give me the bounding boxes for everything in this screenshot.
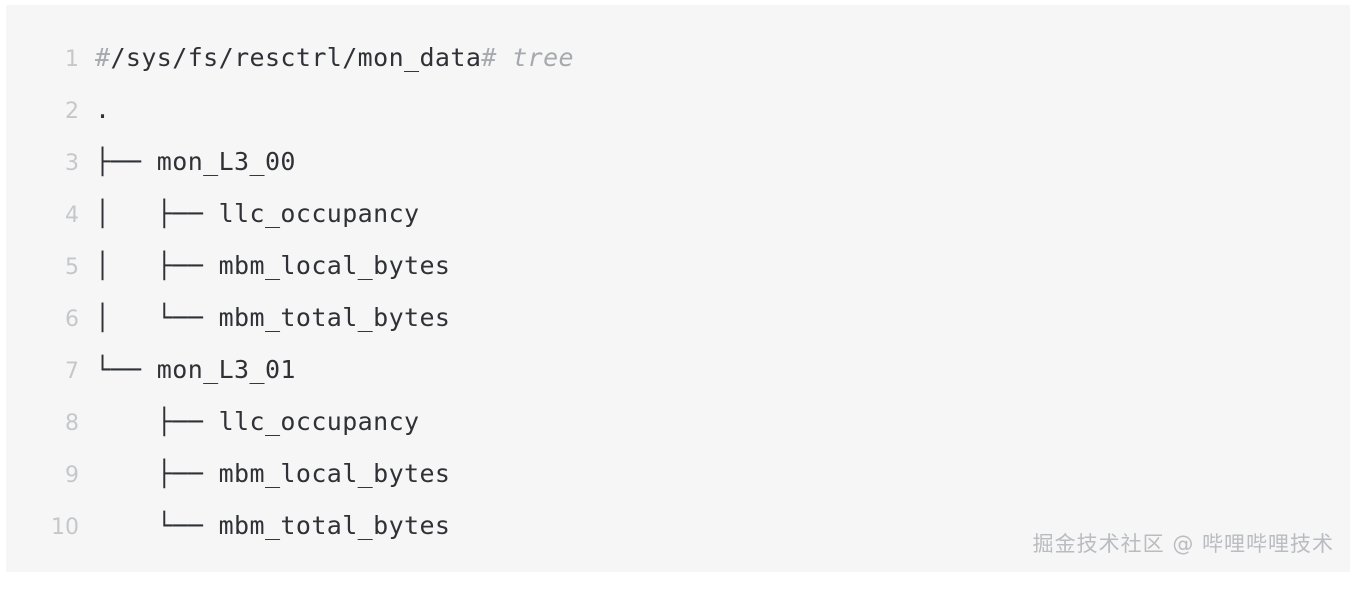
line-content[interactable]: ├── llc_occupancy xyxy=(95,407,420,436)
line-content[interactable]: . xyxy=(95,95,111,124)
token-space xyxy=(497,43,512,72)
line-content[interactable]: │ ├── llc_occupancy xyxy=(95,199,420,228)
line-content[interactable]: ├── mbm_local_bytes xyxy=(95,459,451,488)
line-content[interactable]: │ └── mbm_total_bytes xyxy=(95,303,451,332)
code-line: 6 │ └── mbm_total_bytes xyxy=(6,292,1350,344)
line-number: 7 xyxy=(65,359,79,384)
line-number: 4 xyxy=(65,203,79,228)
line-content[interactable]: └── mon_L3_01 xyxy=(95,355,296,384)
code-line: 10 └── mbm_total_bytes xyxy=(6,500,1350,552)
line-content[interactable]: ├── mon_L3_00 xyxy=(95,147,296,176)
line-content[interactable]: #/sys/fs/resctrl/mon_data# tree xyxy=(79,32,574,84)
code-line: 3 ├── mon_L3_00 xyxy=(6,136,1350,188)
watermark: 掘金技术社区 @ 哔哩哔哩技术 xyxy=(1032,532,1334,556)
code-line: 8 ├── llc_occupancy xyxy=(6,396,1350,448)
line-number: 1 xyxy=(65,47,79,72)
code-line: 5 │ ├── mbm_local_bytes xyxy=(6,240,1350,292)
token-prompt-hash: # xyxy=(481,43,497,72)
code-line: 4 │ ├── llc_occupancy xyxy=(6,188,1350,240)
code-line: 7 └── mon_L3_01 xyxy=(6,344,1350,396)
token-command-tree: tree xyxy=(512,43,575,72)
line-number: 8 xyxy=(65,411,79,436)
code-lines-container: 1 #/sys/fs/resctrl/mon_data# tree 2 . 3 … xyxy=(6,32,1350,552)
token-path: /sys/fs/resctrl/mon_data xyxy=(110,43,482,72)
line-number: 10 xyxy=(51,515,79,540)
line-number: 3 xyxy=(65,151,79,176)
token-comment-hash: # xyxy=(95,43,111,72)
line-number: 5 xyxy=(65,255,79,280)
code-line: 9 ├── mbm_local_bytes xyxy=(6,448,1350,500)
code-line: 2 . xyxy=(6,84,1350,136)
line-number: 9 xyxy=(65,463,79,488)
code-block: 1 #/sys/fs/resctrl/mon_data# tree 2 . 3 … xyxy=(6,5,1350,572)
line-number: 6 xyxy=(65,307,79,332)
code-line: 1 #/sys/fs/resctrl/mon_data# tree xyxy=(6,32,1350,84)
line-content[interactable]: │ ├── mbm_local_bytes xyxy=(95,251,451,280)
line-number: 2 xyxy=(65,99,79,124)
line-content[interactable]: └── mbm_total_bytes xyxy=(95,511,451,540)
